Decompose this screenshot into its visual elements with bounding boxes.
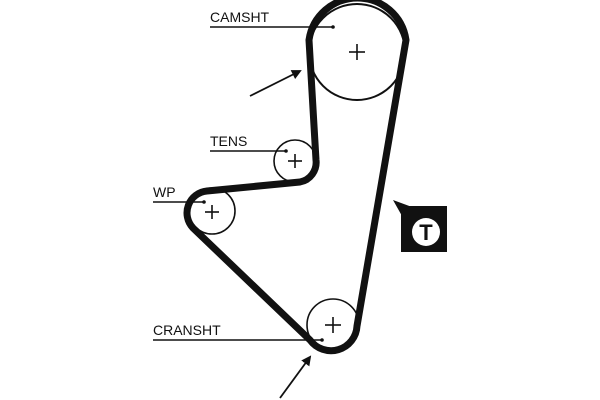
rotation-arrow-icon xyxy=(279,355,312,399)
crankshaft-callout: CRANSHT xyxy=(153,322,324,342)
timing-belt xyxy=(183,0,410,355)
water-pump-callout: WP xyxy=(153,184,206,204)
rotation-arrow-icon xyxy=(249,70,302,97)
tensioner-pulley xyxy=(273,139,317,183)
camshaft-callout: CAMSHT xyxy=(210,9,335,29)
water-pump-pulley xyxy=(188,187,236,235)
tensioner-callout: TENS xyxy=(210,133,288,153)
crankshaft-pulley xyxy=(306,298,360,352)
camshaft-label: CAMSHT xyxy=(210,9,270,25)
water-pump-label: WP xyxy=(153,184,176,200)
tensioner-label: TENS xyxy=(210,133,247,149)
camshaft-pulley xyxy=(308,3,406,101)
tensioner-badge: T xyxy=(393,200,447,252)
badge-letter: T xyxy=(419,220,433,245)
crankshaft-label: CRANSHT xyxy=(153,322,221,338)
